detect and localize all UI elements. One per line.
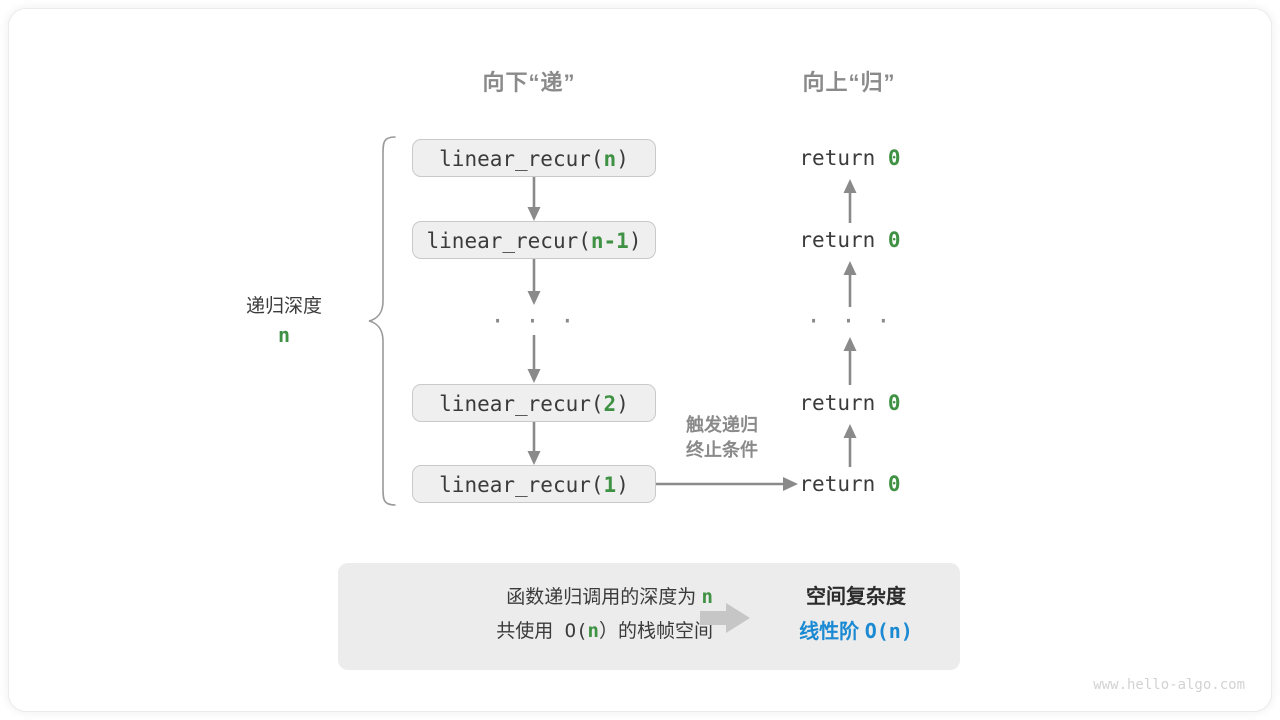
return-label-4: return 0 xyxy=(732,472,968,496)
heading-ascend: 向上“归” xyxy=(802,70,896,95)
arrow-down-4-icon xyxy=(527,422,541,465)
return-ellipsis: · · · xyxy=(806,307,894,335)
base-case-note-line2: 终止条件 xyxy=(686,440,758,460)
return-keyword: return xyxy=(799,391,876,415)
recursion-depth-value: n xyxy=(277,323,291,347)
call-frame-box-2: linear_recur(n-1) xyxy=(412,221,656,259)
summary-right-title: 空间复杂度 xyxy=(806,586,906,608)
arrow-up-2-icon xyxy=(843,261,857,307)
summary-left-line-2-var: n xyxy=(587,620,599,642)
right-block-arrow-icon xyxy=(700,603,750,633)
watermark: www.hello-algo.com xyxy=(1093,677,1245,693)
arrow-down-3-icon xyxy=(527,335,541,383)
summary-right-result: 线性阶 O(n) xyxy=(770,615,942,648)
summary-left-line-2-pre: 共使用 O( xyxy=(496,620,588,642)
call-frame-box-3: linear_recur(2) xyxy=(412,384,656,422)
call-frame-arg: 1 xyxy=(603,473,617,497)
arrow-up-3-icon xyxy=(843,337,857,385)
call-frame-arg: 2 xyxy=(603,392,617,416)
call-frame-ellipsis: · · · xyxy=(490,307,578,335)
call-frame-prefix: linear_recur( xyxy=(426,229,591,253)
summary-left-line-1: 函数递归调用的深度为 n xyxy=(368,581,713,614)
return-keyword: return xyxy=(799,228,876,252)
arrow-up-1-icon xyxy=(843,179,857,223)
recursion-depth-text: 递归深度 xyxy=(245,296,322,317)
arrow-right-base-case-icon xyxy=(656,477,798,491)
summary-left-line-1-text: 函数递归调用的深度为 xyxy=(506,587,702,608)
return-value: 0 xyxy=(887,391,901,415)
call-frame-suffix: ) xyxy=(616,473,629,497)
diagram-card: 向下“递” 向上“归” 递归深度 n linear_recur(n) linea… xyxy=(8,8,1272,712)
call-frame-box-1: linear_recur(n) xyxy=(412,139,656,177)
return-keyword: return xyxy=(799,472,876,496)
heading-descend: 向下“递” xyxy=(482,70,576,95)
arrow-up-4-icon xyxy=(843,424,857,467)
summary-right-result-value: O(n) xyxy=(864,619,913,643)
return-value: 0 xyxy=(887,146,901,170)
return-label-3: return 0 xyxy=(732,391,968,415)
base-case-note-line1: 触发递归 xyxy=(686,415,758,435)
arrow-down-1-icon xyxy=(527,177,541,221)
call-frame-arg: n-1 xyxy=(590,229,629,253)
call-frame-prefix: linear_recur( xyxy=(439,147,604,171)
base-case-note: 触发递归 终止条件 xyxy=(654,413,790,463)
return-keyword: return xyxy=(799,146,876,170)
recursion-depth-brace-icon xyxy=(368,136,396,506)
summary-left-line-1-var: n xyxy=(701,586,713,608)
return-label-1: return 0 xyxy=(732,146,968,170)
summary-right-result-label: 线性阶 xyxy=(799,621,865,643)
call-frame-prefix: linear_recur( xyxy=(439,392,604,416)
recursion-depth-label: 递归深度 n xyxy=(189,293,379,349)
summary-left-line-2: 共使用 O(n）的栈帧空间 xyxy=(368,615,713,648)
call-frame-arg: n xyxy=(603,147,617,171)
call-frame-suffix: ) xyxy=(628,229,642,253)
arrow-down-2-icon xyxy=(527,259,541,305)
call-frame-box-4: linear_recur(1) xyxy=(412,465,656,503)
return-value: 0 xyxy=(887,228,901,252)
return-label-2: return 0 xyxy=(732,228,968,252)
summary-left-line-2-post: ）的栈帧空间 xyxy=(598,621,713,642)
call-frame-suffix: ) xyxy=(616,392,629,416)
summary-panel: 函数递归调用的深度为 n 共使用 O(n）的栈帧空间 空间复杂度 线性阶 O(n… xyxy=(338,563,960,670)
call-frame-suffix: ) xyxy=(616,147,629,171)
call-frame-prefix: linear_recur( xyxy=(439,473,604,497)
return-value: 0 xyxy=(887,472,901,496)
